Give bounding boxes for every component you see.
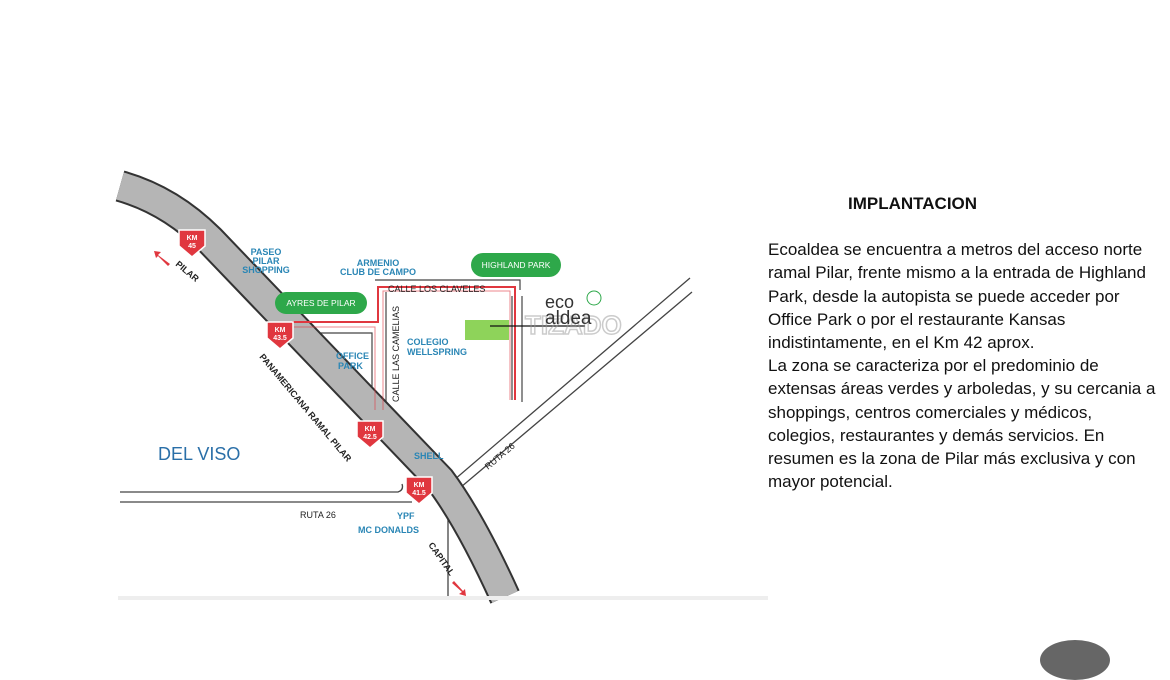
svg-text:PILAR: PILAR [174,259,201,284]
del-viso-label: DEL VISO [158,444,240,464]
location-map: AYRES DE PILAR HIGHLAND PARK TIZADO eco … [115,170,768,604]
ruta-26-label: RUTA 26 [300,510,336,520]
paseo-pilar-label-2: PILAR [253,256,281,266]
km-sign-43-5: KM 43.5 [266,321,294,350]
svg-text:KM: KM [187,235,198,242]
description-title: IMPLANTACION [848,194,978,213]
watermark: TIZADO [525,310,622,340]
ecoaldea-logo-aldea: aldea [545,308,592,329]
shell-label: SHELL [414,451,444,461]
svg-text:43.5: 43.5 [273,335,287,342]
svg-text:41.5: 41.5 [412,490,426,497]
calle-los-claveles-label: CALLE LOS CLAVELES [388,284,485,294]
svg-text:42.5: 42.5 [363,434,377,441]
ecoaldea-lot [465,320,509,340]
ayres-de-pilar-label: AYRES DE PILAR [286,298,355,308]
highland-park-label: HIGHLAND PARK [482,260,551,270]
ypf-label: YPF [397,511,415,521]
office-park-label: OFFICE [336,351,369,361]
colegio-label: COLEGIO [407,337,449,347]
svg-text:KM: KM [414,482,425,489]
map-bottom-border [118,596,768,600]
panamericana-road [115,170,520,604]
arrow-to-capital-icon: CAPITAL [426,540,466,596]
floating-button-partial[interactable] [1040,640,1110,680]
paseo-pilar-label: PASEO [251,247,282,257]
svg-text:CAPITAL: CAPITAL [426,540,456,578]
mcdonalds-label: MC DONALDS [358,525,419,535]
ecoaldea-logo-eco: eco [545,292,574,312]
colegio-label-2: WELLSPRING [407,347,467,357]
highland-park-badge [471,253,561,277]
svg-text:KM: KM [365,426,376,433]
office-park-label-2: PARK [338,361,363,371]
svg-text:45: 45 [188,243,196,250]
description-paragraph: Ecoaldea se encuentra a metros del acces… [768,240,1146,353]
armenio-label: ARMENIO [357,258,400,268]
km-sign-45: KM 45 [178,229,206,258]
logo-circle-icon [586,290,602,306]
calle-las-camelias-label: CALLE LAS CAMELIAS [391,306,401,402]
access-route [292,286,516,400]
description-paragraph-2: La zona se caracteriza por el predominio… [768,356,1156,492]
km-sign-41-5: KM 41.5 [405,476,433,505]
svg-text:KM: KM [275,327,286,334]
ayres-de-pilar-badge [275,292,367,314]
armenio-label-2: CLUB DE CAMPO [340,267,416,277]
ruta-26-label-diagonal: RUTA 26 [483,441,517,472]
description-panel: IMPLANTACION Ecoaldea se encuentra a met… [768,192,1158,493]
km-sign-42-5: KM 42.5 [356,420,384,449]
paseo-pilar-label-3: SHOPPING [242,265,290,275]
